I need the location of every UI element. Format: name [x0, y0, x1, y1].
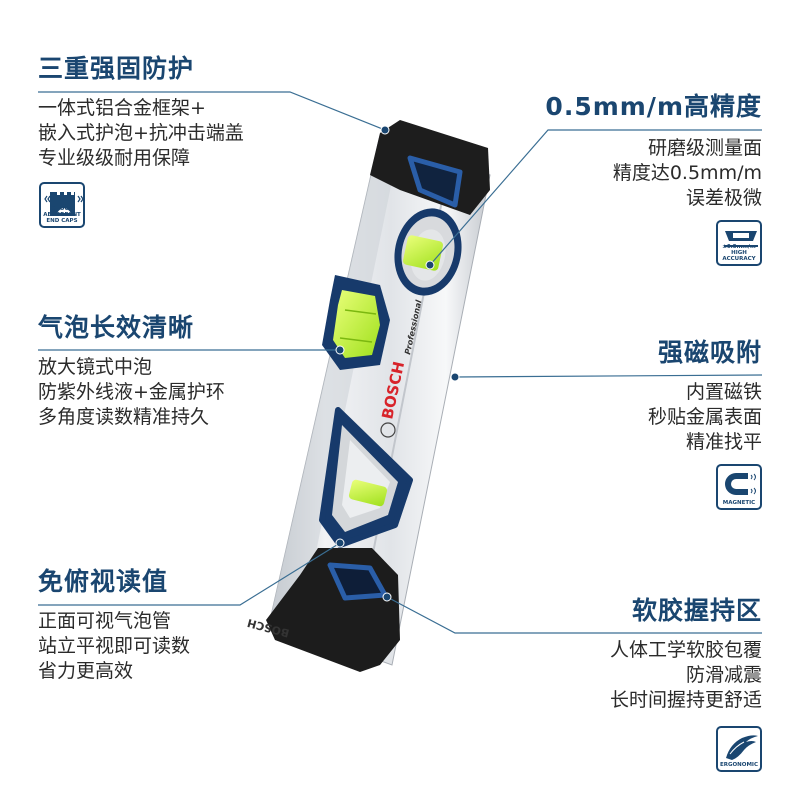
castle-shield-icon [44, 192, 84, 216]
feature-clear-vial: 气泡长效清晰 放大镜式中泡 防紫外线液+金属护环 多角度读数精准持久 [38, 313, 225, 430]
feature-line: 防滑减震 [685, 664, 762, 686]
feature-shock-protection: 三重强固防护 一体式铝合金框架+ 嵌入式护泡+抗冲击端盖 专业级级耐用保障 [38, 54, 244, 171]
leader-line-shock-protection [38, 91, 386, 131]
leader-dots [335, 125, 460, 602]
top-vial-window [394, 208, 462, 296]
leader-line-soft-grip [386, 596, 762, 634]
hand-grip-icon [726, 735, 758, 760]
feature-line: 秒贴金属表面 [647, 406, 762, 428]
feature-line: 研磨级测量面 [647, 137, 762, 159]
feature-line: 精准找平 [685, 431, 762, 453]
high-accuracy-badge: ±0.5mm/m HIGH ACCURACY [716, 220, 762, 266]
feature-title: 三重强固防护 [38, 54, 195, 83]
feature-line: 正面可视气泡管 [38, 610, 172, 632]
feature-title: 气泡长效清晰 [38, 313, 195, 342]
feature-high-accuracy: 0.5mm/m高精度 研磨级测量面 精度达0.5mm/m 误差极微 [545, 92, 762, 211]
feature-line: 防紫外线液+金属护环 [38, 381, 225, 403]
bottom-vial-window [319, 407, 413, 548]
feature-soft-grip: 软胶握持区 人体工学软胶包覆 防滑减震 长时间握持更舒适 [610, 596, 762, 713]
magnet-icon [725, 473, 756, 495]
feature-title: 免俯视读值 [38, 567, 169, 596]
feature-line: 误差极微 [685, 187, 762, 209]
bottom-end-cap-icon: BOSCH [246, 548, 400, 672]
feature-line: 放大镜式中泡 [38, 356, 153, 378]
feature-line: 一体式铝合金框架+ [38, 97, 206, 119]
center-vial-window [322, 275, 390, 370]
feature-line: 长时间握持更舒适 [609, 689, 762, 711]
feature-line: 省力更高效 [38, 660, 134, 682]
feature-magnetic: 强磁吸附 内置磁铁 秒贴金属表面 精准找平 [648, 338, 762, 455]
magnetic-badge: MAGNETIC [716, 464, 762, 510]
level-vial-icon [724, 231, 758, 247]
feature-top-read: 免俯视读值 正面可视气泡管 站立平视即可读数 省力更高效 [38, 567, 190, 684]
feature-title: 0.5mm/m高精度 [545, 92, 762, 121]
feature-line: 精度达0.5mm/m [612, 162, 762, 184]
top-end-cap-icon [370, 120, 490, 215]
shock-absorbent-badge: SHOCK ABSORBENT END CAPS [39, 182, 85, 228]
ergonomic-badge: ERGONOMIC [716, 726, 762, 772]
feature-line: 内置磁铁 [685, 381, 762, 403]
feature-title: 软胶握持区 [631, 596, 762, 625]
feature-line: 站立平视即可读数 [38, 635, 191, 657]
feature-title: 强磁吸附 [657, 338, 762, 367]
leader-lines [38, 91, 763, 634]
certification-logo-icon [380, 422, 396, 438]
leader-line-magnetic [454, 374, 763, 378]
feature-line: 人体工学软胶包覆 [609, 639, 762, 661]
leader-line-top-read [38, 542, 341, 606]
feature-line: 专业级级耐用保障 [38, 147, 191, 169]
feature-line: 多角度读数精准持久 [38, 406, 210, 428]
leader-line-high-accuracy [429, 129, 762, 266]
feature-line: 嵌入式护泡+抗冲击端盖 [38, 122, 244, 144]
